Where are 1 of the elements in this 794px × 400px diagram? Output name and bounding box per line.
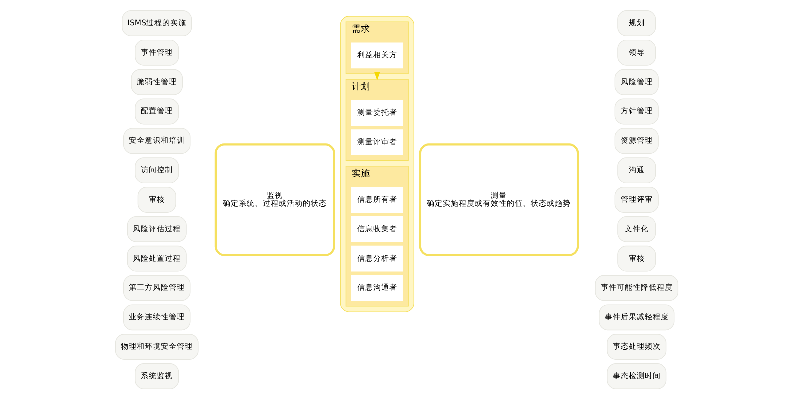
cluster [340,16,415,312]
